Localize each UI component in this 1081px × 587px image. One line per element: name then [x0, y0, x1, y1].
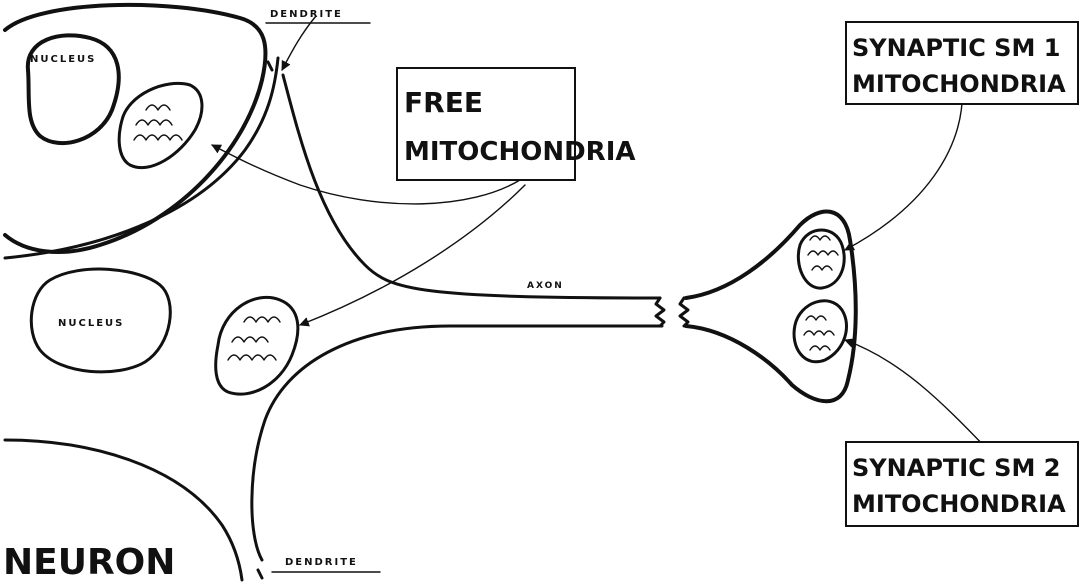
neuron-label: NEURON	[3, 542, 175, 583]
arrow-sm2	[845, 340, 990, 452]
axon-break-right	[680, 298, 688, 326]
upper-nucleus-outline	[28, 35, 119, 143]
free-box-line2: MITOCHONDRIA	[404, 137, 636, 167]
arrow-sm1	[845, 80, 963, 250]
axon-label: AXON	[527, 281, 564, 291]
sm1-box-line2: MITOCHONDRIA	[852, 70, 1066, 98]
lower-dendrite-outline	[252, 326, 662, 560]
nucleus-top-label: NUCLEUS	[30, 54, 96, 65]
lower-dendrite-tip	[258, 570, 262, 578]
sm1-box-line1: SYNAPTIC SM 1	[852, 34, 1060, 62]
upper-free-mitochondrion	[119, 83, 202, 167]
sm2-box-line1: SYNAPTIC SM 2	[852, 454, 1060, 482]
nucleus-middle-label: NUCLEUS	[58, 318, 124, 329]
synaptic-sm2-box: SYNAPTIC SM 2 MITOCHONDRIA	[846, 442, 1078, 526]
synaptic-sm2-mitochondrion	[794, 301, 846, 362]
synaptic-sm1-box: SYNAPTIC SM 1 MITOCHONDRIA	[846, 22, 1078, 104]
dendrite-bottom-label: DENDRITE	[285, 557, 358, 568]
dendrite-top-label: DENDRITE	[270, 9, 343, 20]
synaptic-sm1-mitochondrion	[798, 230, 844, 288]
middle-free-mitochondrion	[216, 297, 298, 394]
free-box-line1: FREE	[404, 86, 483, 119]
dendrite-top-left-line	[268, 62, 272, 70]
axon-break-left	[656, 298, 664, 326]
arrow-free-to-middle-mito	[300, 185, 525, 325]
sm2-box-line2: MITOCHONDRIA	[852, 490, 1066, 518]
arrow-dendrite-pointer	[282, 16, 316, 70]
free-mitochondria-box: FREE MITOCHONDRIA	[397, 68, 636, 180]
